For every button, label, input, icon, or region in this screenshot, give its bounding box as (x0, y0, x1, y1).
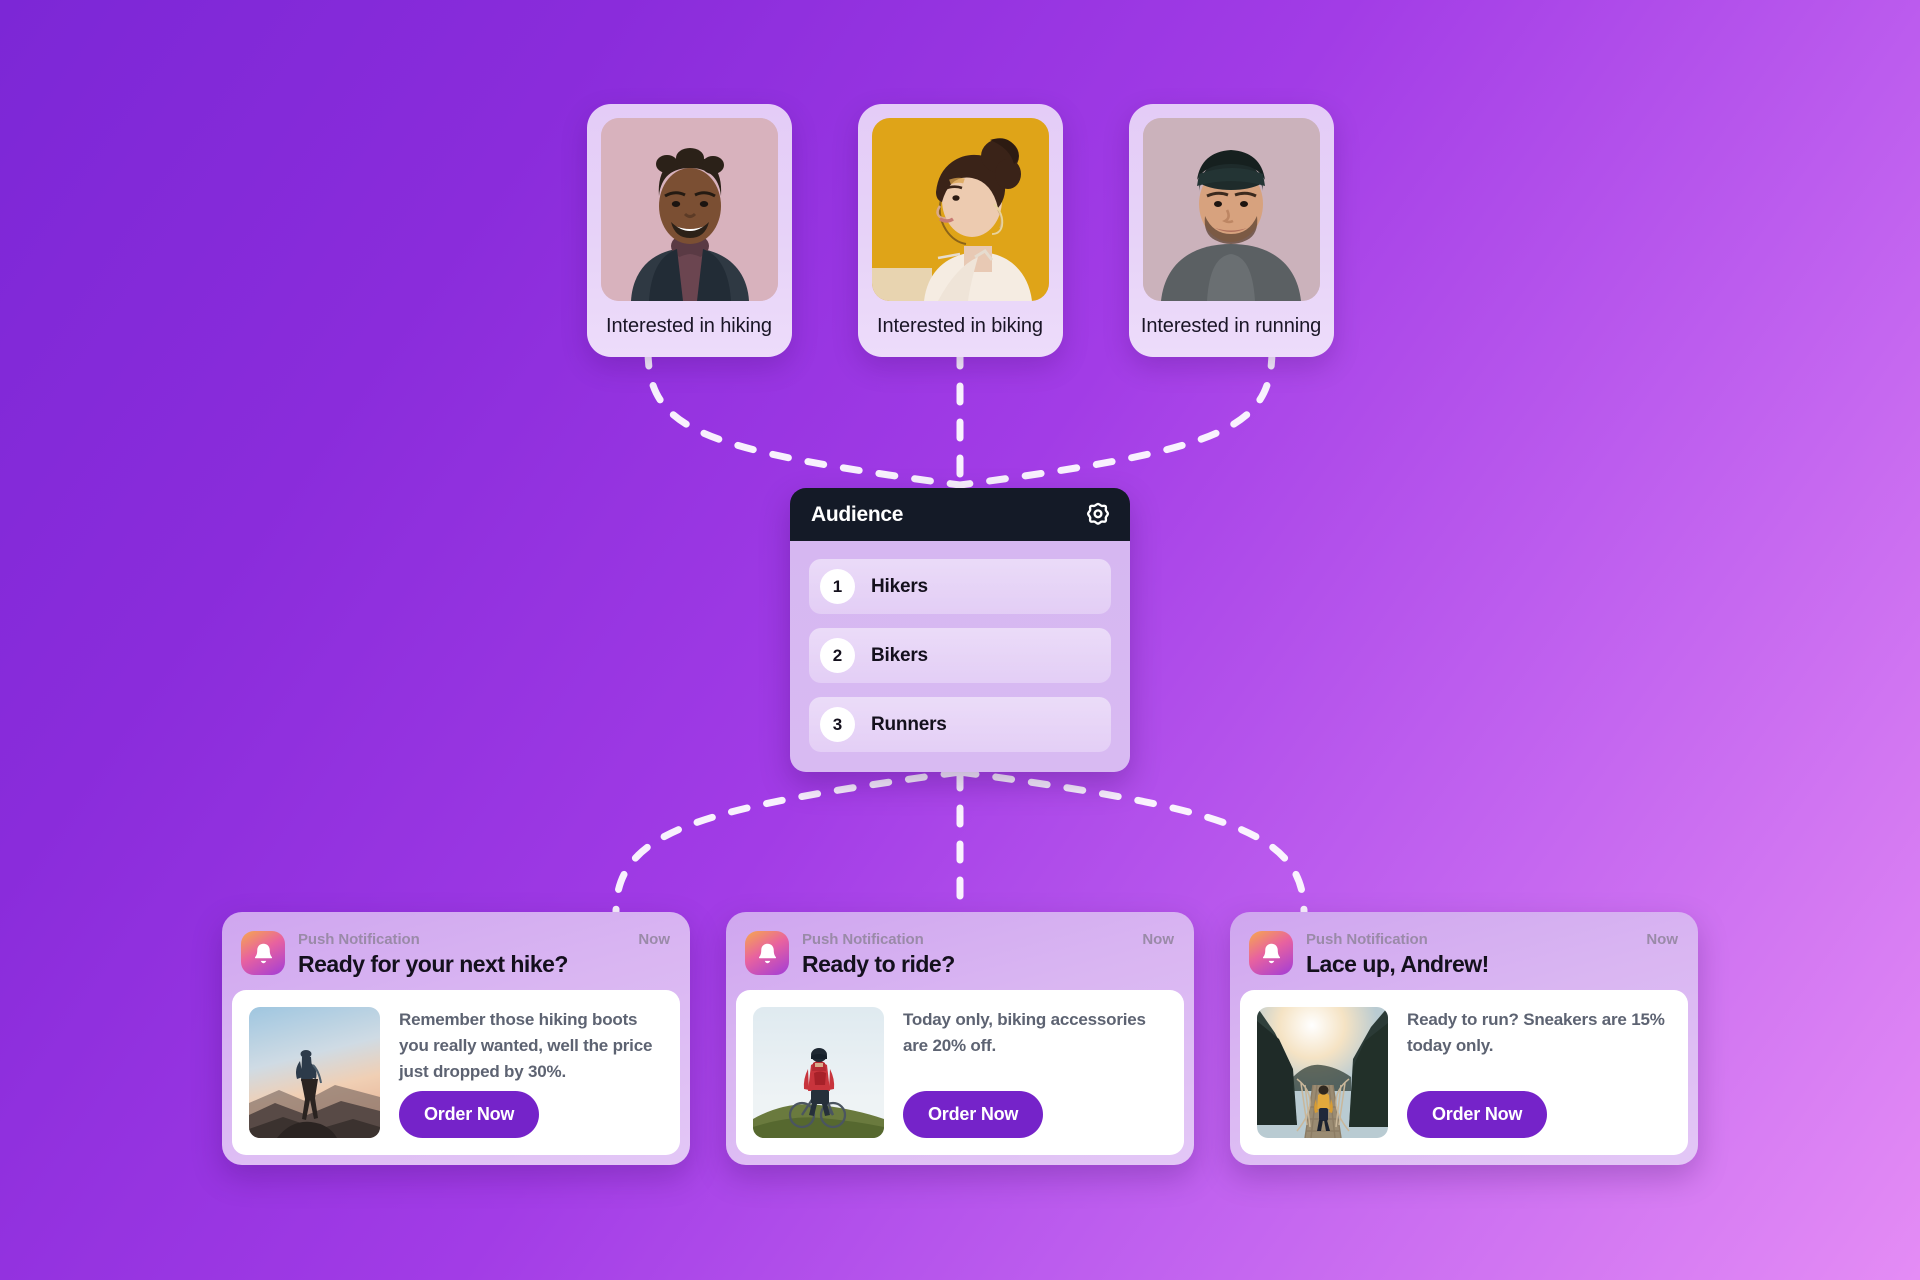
notification-body: Ready to run? Sneakers are 15% today onl… (1240, 990, 1688, 1155)
persona-card-running[interactable]: Interested in running (1128, 104, 1334, 357)
notification-title: Ready for your next hike? (298, 951, 568, 977)
notification-thumbnail-bridge (1257, 1007, 1388, 1138)
persona-card-row: Interested in hiking (0, 104, 1920, 357)
notification-kind: Push Notification (298, 931, 420, 948)
notification-time: Now (1646, 931, 1678, 948)
gear-icon[interactable] (1083, 500, 1113, 530)
persona-card-biking[interactable]: Interested in biking (857, 104, 1063, 357)
notification-thumbnail-cyclist (753, 1007, 884, 1138)
order-now-button[interactable]: Order Now (1407, 1091, 1548, 1138)
notification-header: Push Notification Now Ready to ride? (736, 922, 1184, 990)
connector-audience-to-notif-1 (612, 768, 964, 916)
notification-body: Today only, biking accessories are 20% o… (736, 990, 1184, 1155)
persona-label-biking: Interested in biking (877, 315, 1043, 337)
notification-time: Now (638, 931, 670, 948)
order-now-button[interactable]: Order Now (399, 1091, 540, 1138)
notification-thumbnail-hiker (249, 1007, 380, 1138)
audience-segment-bikers[interactable]: 2 Bikers (809, 628, 1111, 683)
segment-label: Bikers (871, 644, 928, 666)
push-notification-card-hiking: Push Notification Now Ready for your nex… (222, 912, 690, 1165)
audience-panel: Audience 1 Hikers 2 Bikers 3 Runners (790, 488, 1130, 772)
bell-icon (1249, 931, 1293, 975)
bell-icon (241, 931, 285, 975)
notification-title: Lace up, Andrew! (1306, 951, 1489, 977)
segment-number: 2 (820, 638, 855, 673)
persona-photo-running (1142, 118, 1320, 301)
notification-kind: Push Notification (802, 931, 924, 948)
connector-audience-to-notif-3 (956, 768, 1308, 916)
notification-text: Ready to run? Sneakers are 15% today onl… (1407, 1010, 1665, 1055)
notification-title: Ready to ride? (802, 951, 955, 977)
segment-number: 1 (820, 569, 855, 604)
bell-icon (745, 931, 789, 975)
notification-header: Push Notification Now Lace up, Andrew! (1240, 922, 1688, 990)
push-notification-card-biking: Push Notification Now Ready to ride? (726, 912, 1194, 1165)
persona-photo-biking (871, 118, 1049, 301)
audience-segment-runners[interactable]: 3 Runners (809, 697, 1111, 752)
notification-text: Today only, biking accessories are 20% o… (903, 1010, 1146, 1055)
notification-header: Push Notification Now Ready for your nex… (232, 922, 680, 990)
push-notification-row: Push Notification Now Ready for your nex… (0, 912, 1920, 1165)
push-notification-card-running: Push Notification Now Lace up, Andrew! (1230, 912, 1698, 1165)
audience-segment-list: 1 Hikers 2 Bikers 3 Runners (790, 541, 1130, 772)
notification-time: Now (1142, 931, 1174, 948)
audience-segment-hikers[interactable]: 1 Hikers (809, 559, 1111, 614)
persona-photo-hiking (600, 118, 778, 301)
connector-running-to-audience (956, 346, 1276, 489)
segment-label: Runners (871, 713, 947, 735)
persona-label-running: Interested in running (1140, 315, 1322, 337)
notification-body: Remember those hiking boots you really w… (232, 990, 680, 1155)
notification-text: Remember those hiking boots you really w… (399, 1010, 653, 1081)
order-now-button[interactable]: Order Now (903, 1091, 1044, 1138)
segment-label: Hikers (871, 575, 928, 597)
persona-label-hiking: Interested in hiking (606, 315, 772, 337)
audience-panel-title: Audience (811, 502, 904, 526)
audience-panel-header: Audience (790, 488, 1130, 541)
connector-hiking-to-audience (644, 346, 964, 489)
segment-number: 3 (820, 707, 855, 742)
persona-card-hiking[interactable]: Interested in hiking (586, 104, 792, 357)
notification-kind: Push Notification (1306, 931, 1428, 948)
